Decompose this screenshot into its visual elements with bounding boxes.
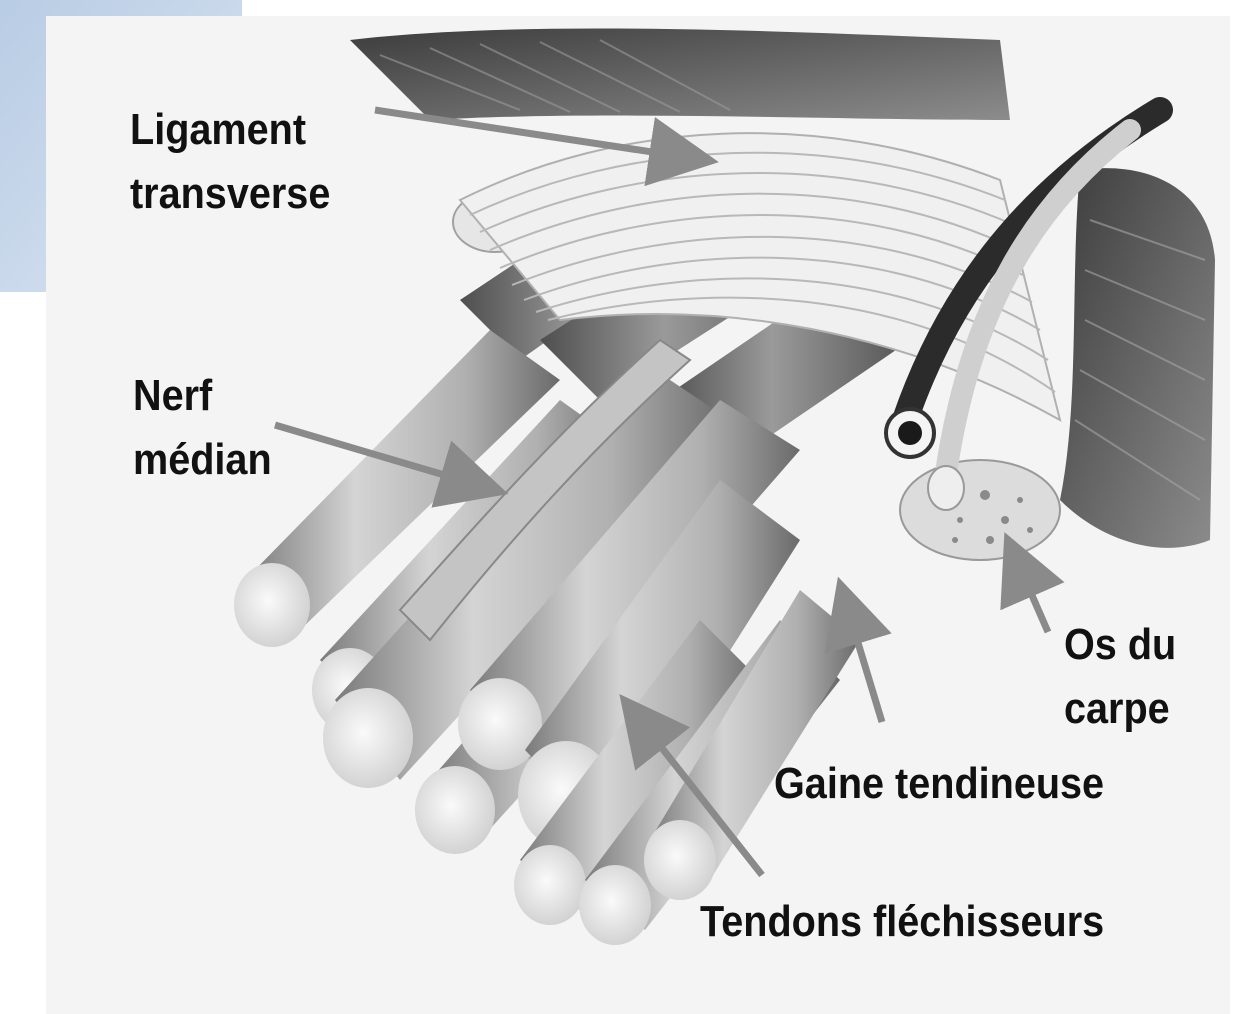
label-flexor-tendons: Tendons fléchisseurs xyxy=(700,890,1104,954)
nerve-cross-section xyxy=(928,466,964,510)
thenar-muscle xyxy=(1060,168,1215,548)
carpal-bone xyxy=(900,460,1060,560)
forearm-muscle xyxy=(350,28,1010,120)
label-median-nerve: Nerf médian xyxy=(133,364,272,492)
label-transverse-ligament: Ligament transverse xyxy=(130,98,330,226)
label-carpal-bone: Os du carpe xyxy=(1064,613,1176,741)
label-tendon-sheath: Gaine tendineuse xyxy=(774,752,1104,816)
